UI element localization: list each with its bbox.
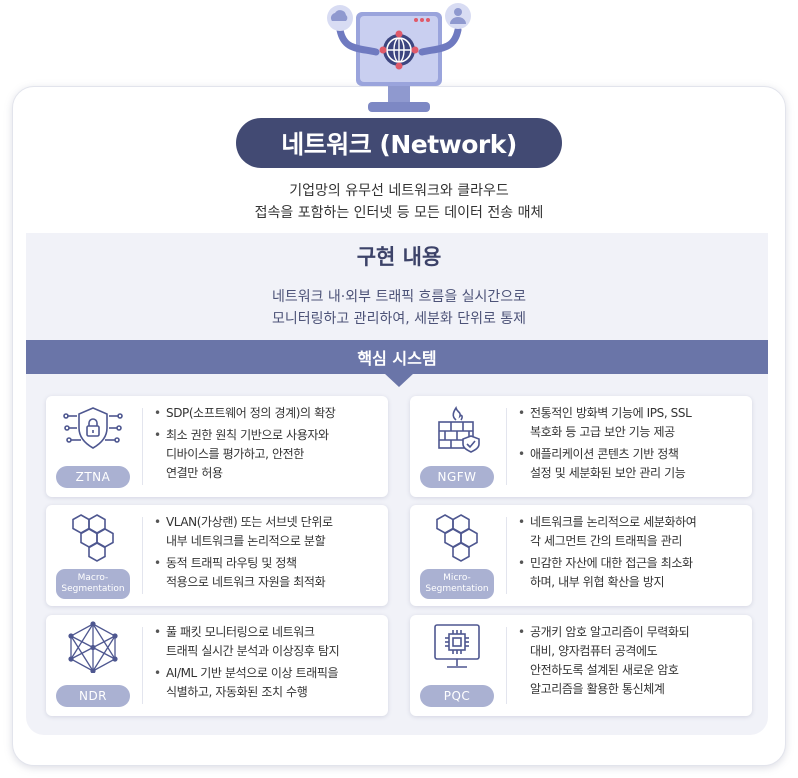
chip-monitor-icon: [434, 624, 480, 668]
list-item: 동적 트래픽 라우팅 및 정책 적용으로 네트워크 자원을 최적화: [154, 554, 382, 592]
divider: [506, 627, 507, 704]
bullet-list: VLAN(가상랜) 또는 서브넷 단위로 내부 네트워크를 논리적으로 분할 동…: [154, 513, 382, 595]
list-item: 공개키 암호 알고리즘이 무력화되 대비, 양자컴퓨터 공격에도 안전하도록 설…: [518, 623, 746, 699]
badge-label: Macro- Segmentation: [56, 569, 130, 599]
list-item: 최소 권한 원칙 기반으로 사용자와 디바이스를 평가하고, 안전한 연결만 허…: [154, 426, 382, 483]
list-item: 전통적인 방화벽 기능에 IPS, SSL 복호화 등 고급 보안 기능 제공: [518, 404, 746, 442]
card-macro-segmentation: Macro- Segmentation VLAN(가상랜) 또는 서브넷 단위로…: [46, 505, 388, 606]
card-ndr: NDR 풀 패킷 모니터링으로 네트워크 트래픽 실시간 분석과 이상징후 탐지…: [46, 615, 388, 716]
divider: [506, 408, 507, 485]
badge-label: PQC: [420, 685, 494, 707]
shield-lock-icon: [63, 407, 123, 449]
hexagon-cluster-icon: [436, 514, 478, 562]
badge-label: NDR: [56, 685, 130, 707]
subtitle-line: 기업망의 유무선 네트워크와 클라우드: [289, 183, 509, 199]
list-item: 애플리케이션 콘텐츠 기반 정책 설정 및 세분화된 보안 관리 기능: [518, 445, 746, 483]
core-systems-header: 핵심 시스템: [26, 340, 768, 374]
implementation-description: 네트워크 내·외부 트래픽 흐름을 실시간으로 모니터링하고 관리하여, 세분화…: [0, 286, 798, 330]
core-systems-pointer: [384, 373, 414, 387]
bullet-list: 전통적인 방화벽 기능에 IPS, SSL 복호화 등 고급 보안 기능 제공 …: [518, 404, 746, 486]
divider: [142, 408, 143, 485]
network-monitor-icon: [327, 3, 471, 112]
badge-label: Micro- Segmentation: [420, 569, 494, 599]
hexagon-cluster-icon: [72, 514, 114, 562]
list-item: SDP(소프트웨어 정의 경계)의 확장: [154, 404, 382, 423]
badge-label: ZTNA: [56, 466, 130, 488]
divider: [142, 517, 143, 594]
firewall-icon: [438, 406, 480, 453]
card-pqc: PQC 공개키 암호 알고리즘이 무력화되 대비, 양자컴퓨터 공격에도 안전하…: [410, 615, 752, 716]
list-item: 네트워크를 논리적으로 세분화하여 각 세그먼트 간의 트래픽을 관리: [518, 513, 746, 551]
divider: [506, 517, 507, 594]
description-line: 네트워크 내·외부 트래픽 흐름을 실시간으로: [271, 289, 527, 305]
subtitle-line: 접속을 포함하는 인터넷 등 모든 데이터 전송 매체: [254, 205, 544, 221]
page-title: 네트워크 (Network): [236, 118, 562, 168]
card-ngfw: NGFW 전통적인 방화벽 기능에 IPS, SSL 복호화 등 고급 보안 기…: [410, 396, 752, 497]
badge-label: NGFW: [420, 466, 494, 488]
divider: [142, 627, 143, 704]
page-subtitle: 기업망의 유무선 네트워크와 클라우드 접속을 포함하는 인터넷 등 모든 데이…: [0, 180, 798, 224]
card-ztna: ZTNA SDP(소프트웨어 정의 경계)의 확장 최소 권한 원칙 기반으로 …: [46, 396, 388, 497]
list-item: 민감한 자산에 대한 접근을 최소화 하며, 내부 위협 확산을 방지: [518, 554, 746, 592]
bullet-list: SDP(소프트웨어 정의 경계)의 확장 최소 권한 원칙 기반으로 사용자와 …: [154, 404, 382, 486]
bullet-list: 풀 패킷 모니터링으로 네트워크 트래픽 실시간 분석과 이상징후 탐지 AI/…: [154, 623, 382, 705]
bullet-list: 네트워크를 논리적으로 세분화하여 각 세그먼트 간의 트래픽을 관리 민감한 …: [518, 513, 746, 595]
network-mesh-icon: [68, 621, 118, 673]
list-item: VLAN(가상랜) 또는 서브넷 단위로 내부 네트워크를 논리적으로 분할: [154, 513, 382, 551]
bullet-list: 공개키 암호 알고리즘이 무력화되 대비, 양자컴퓨터 공격에도 안전하도록 설…: [518, 623, 746, 702]
list-item: AI/ML 기반 분석으로 이상 트래픽을 식별하고, 자동화된 조치 수행: [154, 664, 382, 702]
card-micro-segmentation: Micro- Segmentation 네트워크를 논리적으로 세분화하여 각 …: [410, 505, 752, 606]
list-item: 풀 패킷 모니터링으로 네트워크 트래픽 실시간 분석과 이상징후 탐지: [154, 623, 382, 661]
description-line: 모니터링하고 관리하여, 세분화 단위로 통제: [271, 311, 527, 327]
implementation-title: 구현 내용: [356, 245, 442, 269]
